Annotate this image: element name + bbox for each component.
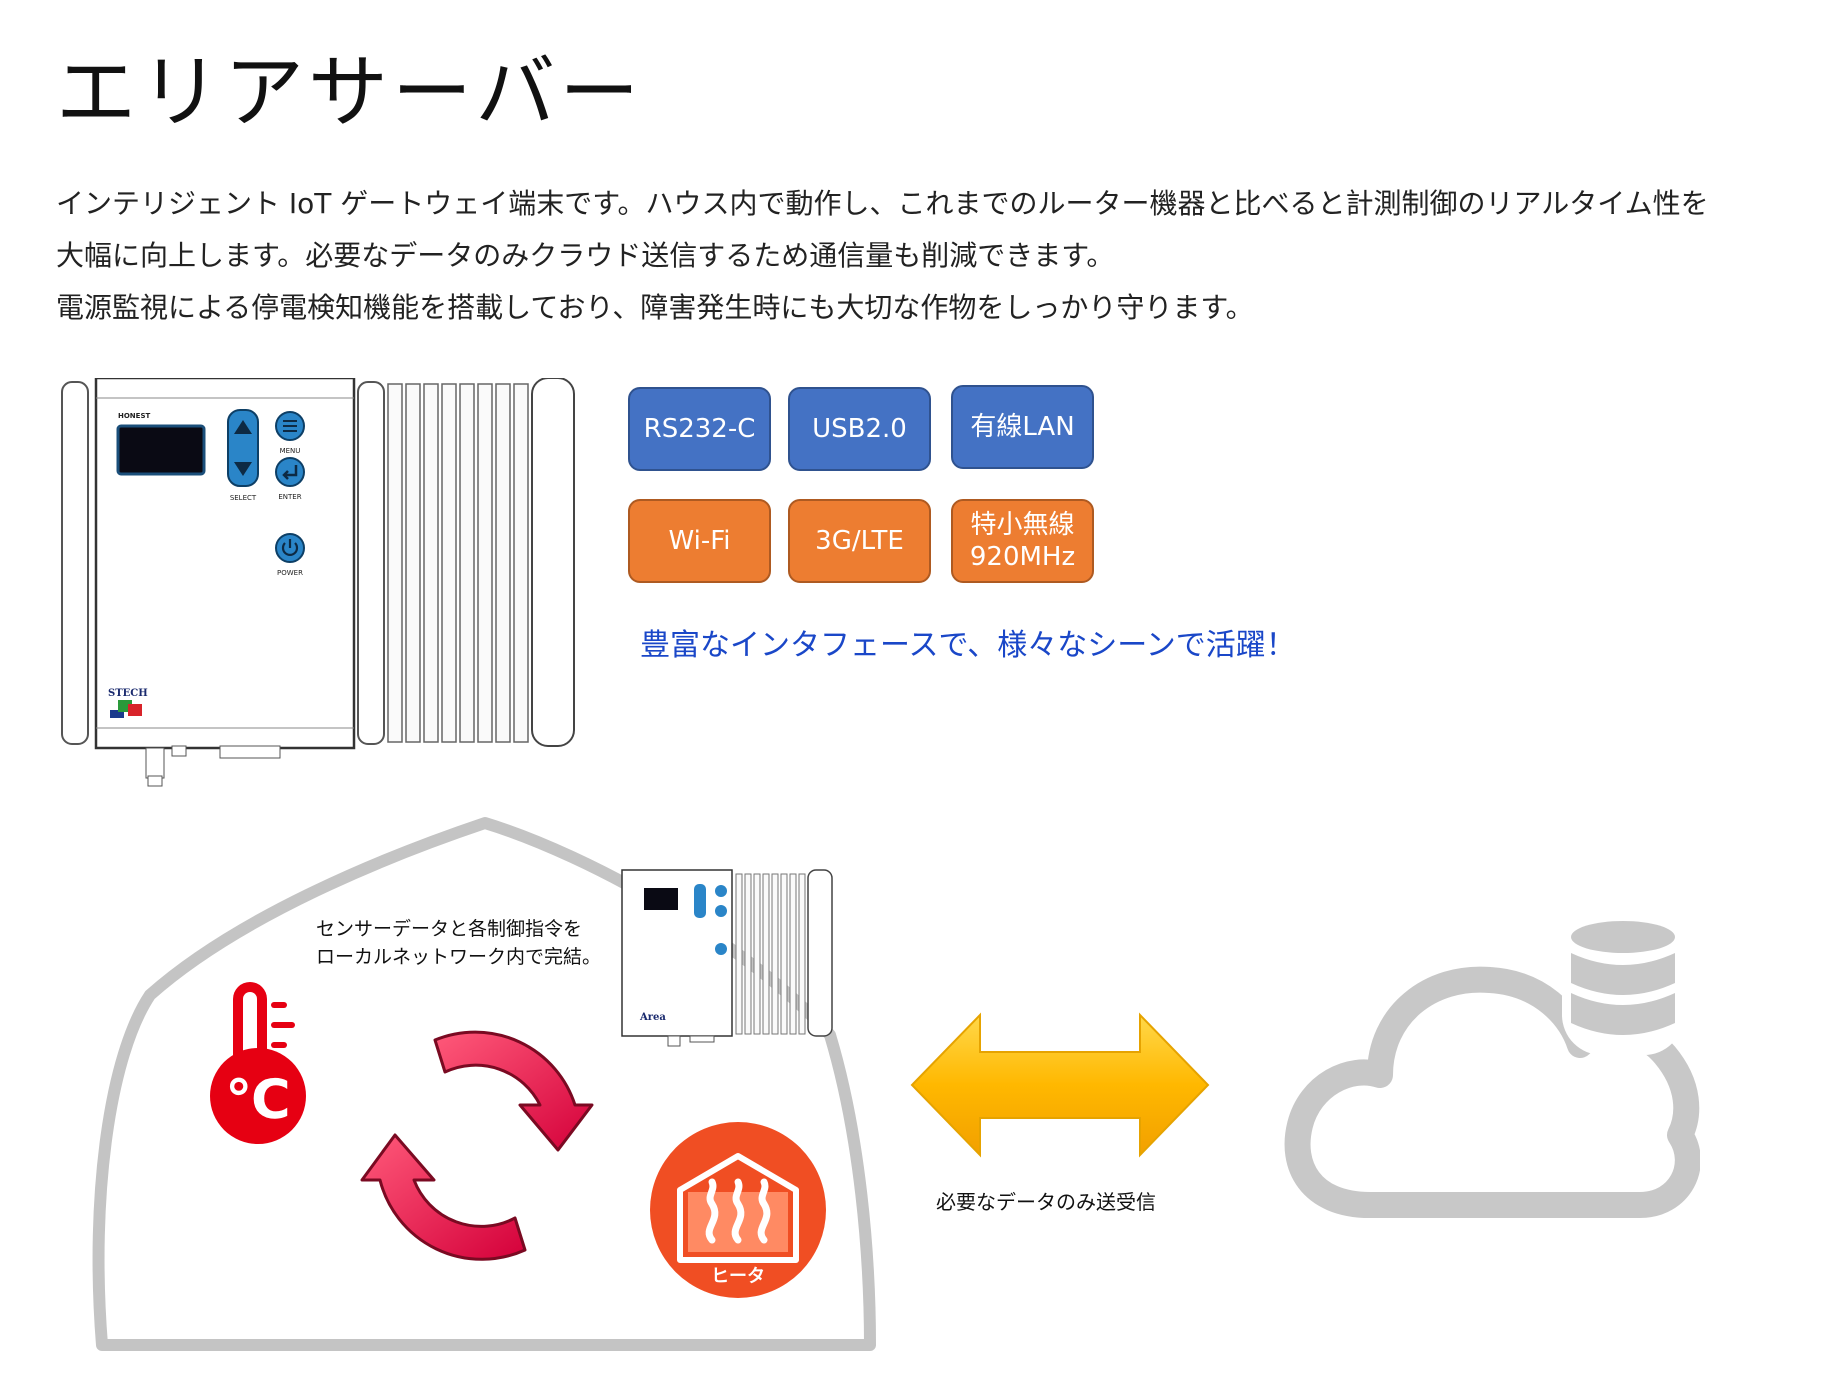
chip-usb: USB2.0 [788, 387, 931, 471]
description-line-3: 電源監視による停電検知機能を搭載しており、障害発生時にも大切な作物をしっかり守り… [56, 291, 1254, 324]
local-network-caption: センサーデータと各制御指令を ローカルネットワーク内で完結。 [316, 915, 601, 971]
brand-label: HONEST [118, 412, 150, 420]
chip-wired-lan: 有線LAN [951, 385, 1094, 469]
cloud-database-icon [1284, 915, 1700, 1218]
local-caption-line-2: ローカルネットワーク内で完結。 [316, 946, 602, 968]
description-line-1: インテリジェント IoT ゲートウェイ端末です。ハウス内で動作し、これまでのルー… [56, 187, 1709, 220]
stech-logo-text: STECH [108, 688, 148, 699]
chip-920mhz: 特小無線 920MHz [951, 499, 1094, 583]
enter-label: ENTER [278, 493, 301, 501]
local-caption-line-1: センサーデータと各制御指令を [316, 918, 583, 940]
transfer-caption: 必要なデータのみ送受信 [936, 1190, 1156, 1214]
area-server-small-image: Area [621, 869, 833, 1047]
chip-rs232c: RS232-C [628, 387, 771, 471]
select-label: SELECT [230, 494, 257, 502]
cycle-arrows-icon [360, 1030, 594, 1261]
heater-label: ヒータ [711, 1266, 765, 1287]
power-label: POWER [277, 569, 303, 577]
chip-wifi: Wi-Fi [628, 499, 771, 583]
celsius-symbol: ℃ [225, 1068, 290, 1131]
area-server-device-image: HONEST SELECT MENU ENTER POWER STECH [61, 378, 575, 787]
menu-label: MENU [280, 447, 301, 455]
description: インテリジェント IoT ゲートウェイ端末です。ハウス内で動作し、これまでのルー… [56, 178, 1836, 334]
greenhouse-outline [92, 817, 876, 1351]
heater-icon: ヒータ [650, 1122, 826, 1298]
area-logo-text: Area [639, 1012, 666, 1023]
chip-3g-lte: 3G/LTE [788, 499, 931, 583]
tagline: 豊富なインタフェースで、様々なシーンで活躍！ [640, 628, 1296, 663]
bidirectional-arrow-icon [910, 1012, 1210, 1158]
page-title: エリアサーバー [56, 46, 644, 139]
thermometer-icon: ℃ [210, 982, 306, 1144]
database-icon [1562, 915, 1684, 1055]
description-line-2: 大幅に向上します。必要なデータのみクラウド送信するため通信量も削減できます。 [56, 239, 1115, 272]
